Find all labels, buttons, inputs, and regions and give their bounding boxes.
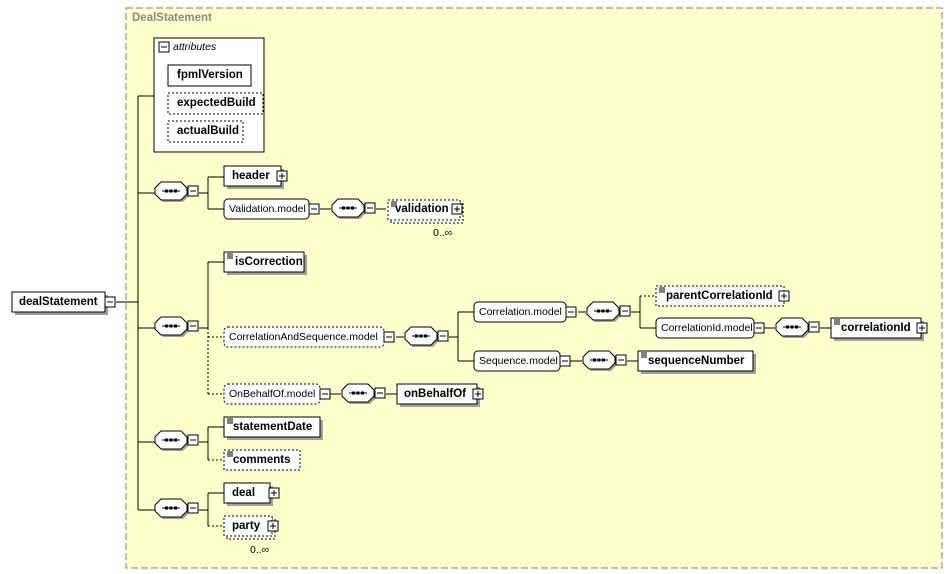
correlationid-model-label: CorrelationId.model <box>661 322 753 334</box>
deal-expand-icon[interactable] <box>268 487 280 499</box>
iscorrection-label: isCorrection <box>235 256 303 268</box>
sequence-compositor-correlationid[interactable] <box>775 317 820 338</box>
sequencenumber-element-box[interactable] <box>637 350 756 374</box>
parentcorrelationid-label: parentCorrelationId <box>666 290 773 302</box>
sequence-compositor-1[interactable] <box>154 181 199 202</box>
validation-model-label: Validation.model <box>229 203 306 215</box>
iscorrection-element-box[interactable] <box>223 251 307 275</box>
attr-actualbuild-label: actualBuild <box>177 125 239 137</box>
root-collapse-icon[interactable] <box>104 296 116 308</box>
sequence-compositor-onbehalfof[interactable] <box>341 383 386 404</box>
sequence-compositor-2[interactable] <box>154 316 199 337</box>
sequence-compositor-validation[interactable] <box>331 198 376 219</box>
statementdate-label: statementDate <box>233 421 313 433</box>
sequence-compositor-correlationandsequence[interactable] <box>404 326 449 347</box>
sequence-compositor-correlation[interactable] <box>586 301 631 322</box>
correlationid-label: correlationId <box>841 322 911 334</box>
header-label: header <box>232 170 270 182</box>
onbehalfof-model-label: OnBehalfOf.model <box>229 388 316 400</box>
attr-fpmlversion-box[interactable] <box>167 64 252 87</box>
deal-element-box[interactable] <box>223 482 273 506</box>
header-expand-icon[interactable] <box>276 170 288 182</box>
validation-expand-icon[interactable] <box>451 203 463 215</box>
onbehalfof-element-box[interactable] <box>396 383 480 407</box>
onbehalfof-expand-icon[interactable] <box>472 388 484 400</box>
statementdate-element-box[interactable] <box>223 416 323 440</box>
validation-model-group[interactable] <box>223 198 320 220</box>
sequence-compositor-sequence[interactable] <box>582 350 627 371</box>
container-title: DealStatement <box>132 12 212 24</box>
party-element-box[interactable] <box>223 515 276 540</box>
party-expand-icon[interactable] <box>267 520 279 532</box>
sequence-compositor-4[interactable] <box>154 498 199 519</box>
deal-label: deal <box>232 487 256 499</box>
sequence-model-group[interactable] <box>473 350 571 372</box>
party-label: party <box>232 520 261 532</box>
correlationandsequence-model-label: CorrelationAndSequence.model <box>229 331 378 343</box>
correlationandsequence-model-group[interactable] <box>223 326 395 348</box>
header-element-box[interactable] <box>223 165 284 189</box>
correlation-model-group[interactable] <box>473 301 577 323</box>
correlationid-model-group[interactable] <box>655 317 765 339</box>
attr-expectedbuild-label: expectedBuild <box>177 97 256 109</box>
attr-expectedbuild-box[interactable] <box>167 92 264 115</box>
root-element-label: dealStatement <box>19 296 98 308</box>
comments-element-box[interactable] <box>223 449 301 471</box>
connector-lines <box>116 95 831 527</box>
validation-label: validation <box>395 203 449 215</box>
sequence-model-label: Sequence.model <box>479 355 558 367</box>
correlation-model-label: Correlation.model <box>479 306 562 318</box>
root-element-box[interactable] <box>11 291 108 315</box>
onbehalfof-model-group[interactable] <box>223 383 331 405</box>
sequencenumber-label: sequenceNumber <box>648 355 745 367</box>
sequence-compositor-3[interactable] <box>154 430 199 451</box>
party-cardinality: 0..∞ <box>250 544 270 556</box>
correlationid-expand-icon[interactable] <box>916 322 928 334</box>
attr-fpmlversion-label: fpmlVersion <box>177 69 243 81</box>
attributes-collapse-icon[interactable] <box>158 41 170 53</box>
onbehalfof-label: onBehalfOf <box>404 388 466 400</box>
attributes-title: attributes <box>173 41 217 53</box>
comments-label: comments <box>233 454 291 466</box>
attr-actualbuild-box[interactable] <box>167 120 244 143</box>
parentcorrelationid-expand-icon[interactable] <box>778 290 790 302</box>
validation-cardinality: 0..∞ <box>433 227 453 239</box>
